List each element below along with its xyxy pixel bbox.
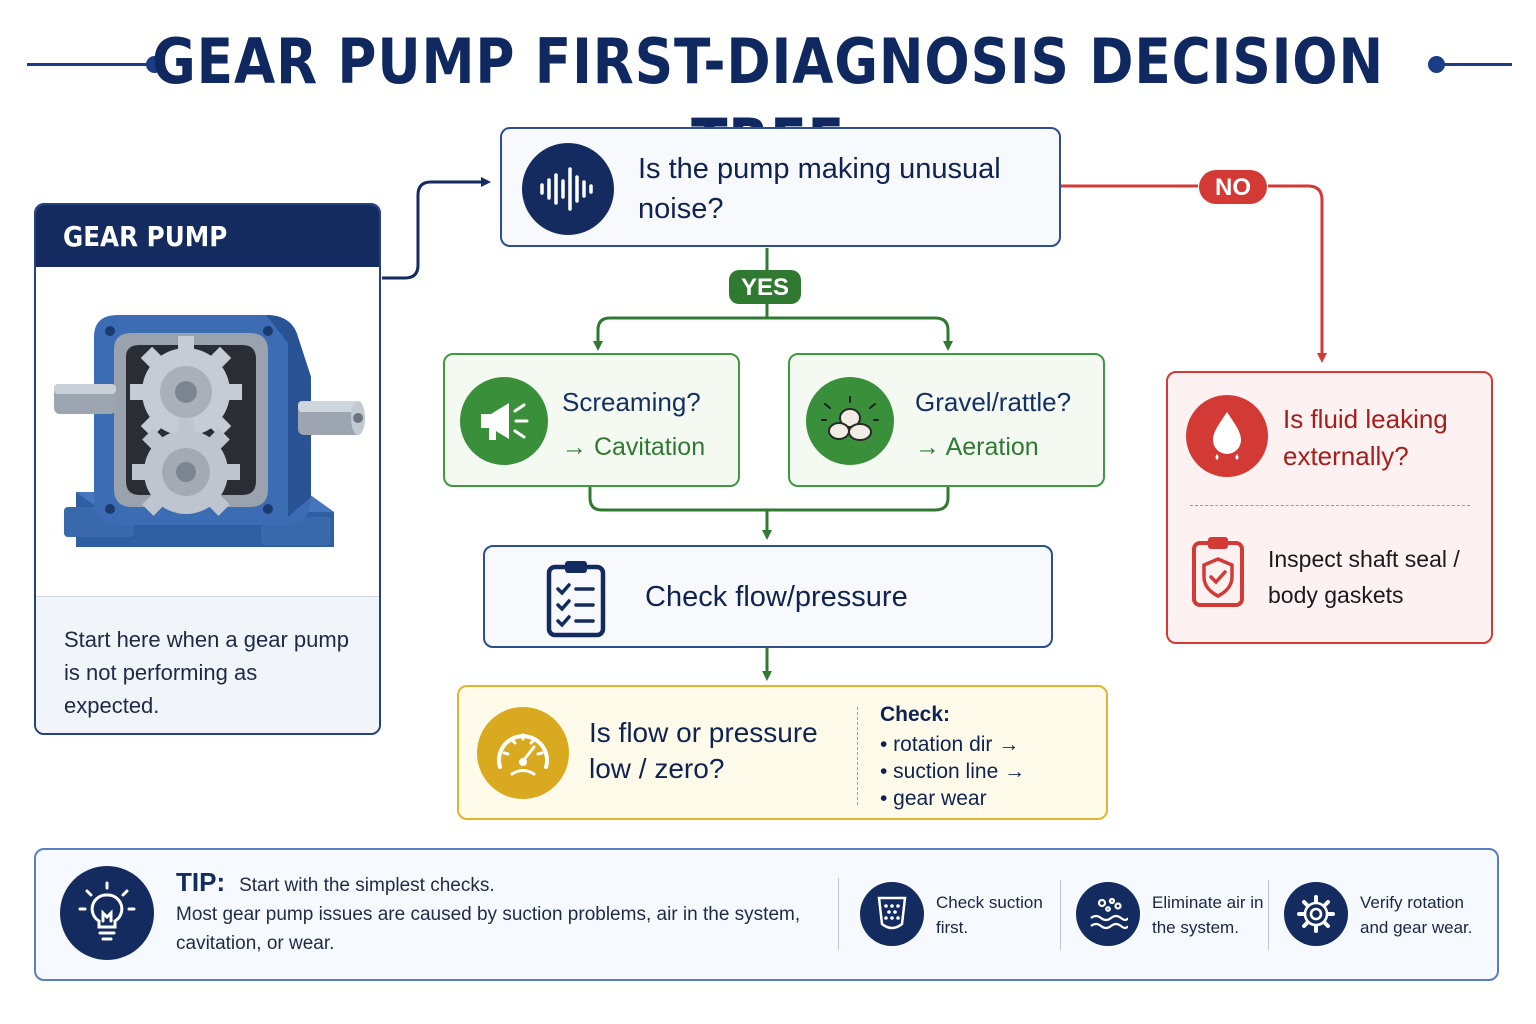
gravel-title: Gravel/rattle? xyxy=(915,387,1072,417)
tip-divider xyxy=(1268,880,1269,950)
arrow-yes-split xyxy=(596,303,950,344)
tip-body: Most gear pump issues are caused by suct… xyxy=(176,904,801,954)
suction-filter-icon xyxy=(860,882,924,946)
pressure-gauge-icon xyxy=(477,707,569,799)
problem-card: GEAR PUMP PROBLEM xyxy=(34,203,381,735)
gravel-result: → Aeration xyxy=(915,433,1039,461)
screaming-box: Screaming? → Cavitation xyxy=(443,353,740,487)
page-title: GEAR PUMP FIRST-DIAGNOSIS DECISION TREE xyxy=(152,25,1384,178)
flow-checks-title: Check: xyxy=(880,703,951,726)
megaphone-icon xyxy=(460,377,548,465)
leak-box: Is fluid leaking externally? Inspect sha… xyxy=(1166,371,1493,644)
flow-check-item: • gear wear xyxy=(880,787,987,810)
tip-item-air: Eliminate air in the system. xyxy=(1152,893,1264,937)
lightbulb-icon xyxy=(60,866,154,960)
check-flow-text: Check flow/pressure xyxy=(645,581,908,613)
leak-question-text: Is fluid leaking externally? xyxy=(1283,404,1448,471)
tip-divider xyxy=(838,878,839,950)
leak-action-text: Inspect shaft seal / body gaskets xyxy=(1268,546,1460,608)
fluid-drop-icon xyxy=(1186,395,1268,477)
flow-check-item: • rotation dir → xyxy=(880,733,1020,756)
gravel-box: Gravel/rattle? → Aeration xyxy=(788,353,1105,487)
yes-label: YES xyxy=(729,270,801,304)
arrow-problem-to-noise xyxy=(382,177,491,280)
tip-item-rotation: Verify rotation and gear wear. xyxy=(1360,893,1473,937)
screaming-result: → Cavitation xyxy=(562,433,706,461)
title-rule-left xyxy=(27,63,155,66)
flow-question-box: Is flow or pressure low / zero? Check: •… xyxy=(457,685,1108,820)
leak-divider xyxy=(1190,505,1470,506)
title-dot-left xyxy=(146,56,163,73)
gear-icon xyxy=(1284,882,1348,946)
clipboard-shield-icon xyxy=(1190,533,1246,609)
noise-question-text: Is the pump making unusual noise? xyxy=(638,153,1001,225)
screaming-title: Screaming? xyxy=(562,387,701,417)
tip-box: TIP: Start with the simplest checks. Most… xyxy=(34,848,1499,981)
noise-question-box: Is the pump making unusual noise? xyxy=(500,127,1061,247)
problem-description: Start here when a gear pump is not perfo… xyxy=(36,597,379,733)
flow-question-divider xyxy=(857,707,858,805)
sound-wave-icon xyxy=(522,143,614,235)
flow-question-text: Is flow or pressure low / zero? xyxy=(589,717,818,784)
gravel-icon xyxy=(806,377,894,465)
clipboard-checklist-icon xyxy=(543,557,609,639)
arrow-merge xyxy=(588,487,950,535)
check-flow-box: Check flow/pressure xyxy=(483,545,1053,648)
tip-item-suction: Check suction first. xyxy=(936,893,1043,937)
no-label: NO xyxy=(1199,170,1267,204)
tip-label: TIP: xyxy=(176,867,226,897)
flow-checks-list: Check: • rotation dir → • suction line →… xyxy=(880,701,1025,812)
title-rule-right xyxy=(1436,63,1512,66)
problem-header: GEAR PUMP PROBLEM xyxy=(36,205,379,317)
tip-text-block: TIP: Start with the simplest checks. Most… xyxy=(176,868,856,958)
flow-check-item: • suction line → xyxy=(880,760,1026,783)
tip-divider xyxy=(1060,880,1061,950)
air-bubbles-icon xyxy=(1076,882,1140,946)
arrow-no-branch xyxy=(1061,184,1322,358)
tip-headline: Start with the simplest checks. xyxy=(239,875,495,896)
gear-pump-illustration xyxy=(36,267,379,597)
